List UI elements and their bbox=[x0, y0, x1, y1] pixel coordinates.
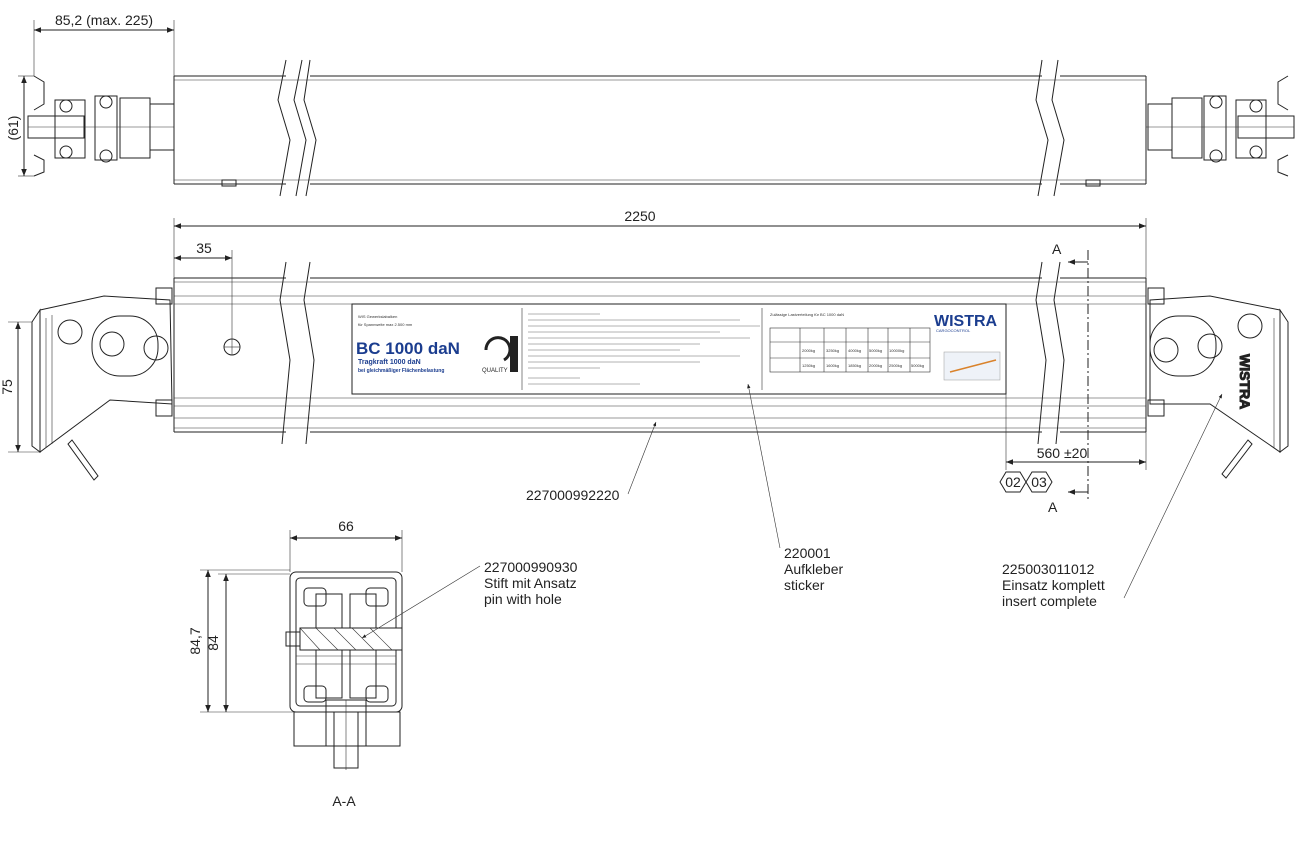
table-r1-c2: 3250kg bbox=[826, 348, 839, 353]
sticker-de: Aufkleber bbox=[784, 561, 843, 577]
section-profile bbox=[289, 571, 403, 770]
beam-callout: 227000992220 bbox=[526, 421, 657, 503]
table-r1-c4: 5000kg bbox=[869, 348, 882, 353]
insert-offset-value: 560 ±20 bbox=[1037, 445, 1088, 461]
edge-offset-dimension: 35 bbox=[174, 240, 233, 339]
top-width-dimension: 85,2 (max. 225) bbox=[33, 12, 175, 76]
section-height-outer-value: 84,7 bbox=[187, 627, 203, 654]
edge-offset-value: 35 bbox=[196, 240, 212, 256]
total-length-dimension: 2250 bbox=[173, 208, 1147, 278]
sticker-middle-text bbox=[528, 313, 760, 385]
sticker-callout: 220001 Aufkleber sticker bbox=[747, 383, 843, 593]
quality-logo: QUALITY bbox=[482, 336, 518, 374]
section-mark-top: A bbox=[1052, 241, 1062, 257]
sticker: WIS Gewerkslabalken für Spannweite max 2… bbox=[351, 303, 1007, 395]
top-height-dimension: (61) bbox=[5, 75, 34, 177]
side-right-end-fitting: WISTRA bbox=[1147, 287, 1289, 479]
balloon-group: 02 03 bbox=[999, 471, 1053, 493]
sticker-product: BC 1000 daN bbox=[356, 339, 460, 358]
top-beam bbox=[173, 59, 1147, 197]
top-left-end-fitting bbox=[27, 75, 175, 177]
table-r2-c6: 5000kg bbox=[911, 363, 924, 368]
section-view-label: A-A bbox=[332, 793, 356, 809]
insert-callout: 225003011012 Einsatz komplett insert com… bbox=[1002, 393, 1223, 609]
table-r1-c5: 10000kg bbox=[889, 348, 904, 353]
table-r2-c4: 2000kg bbox=[869, 363, 882, 368]
table-r2-c3: 1850kg bbox=[848, 363, 861, 368]
table-r1-c1: 2000kg bbox=[802, 348, 815, 353]
fitting-brand-text: WISTRA bbox=[1237, 354, 1253, 409]
side-height-dimension: 75 bbox=[0, 321, 40, 453]
table-r2-c1: 1250kg bbox=[802, 363, 815, 368]
top-right-end-fitting bbox=[1146, 75, 1295, 177]
section-pin bbox=[285, 627, 403, 651]
sticker-header1: WIS Gewerkslabalken bbox=[358, 314, 397, 319]
section-mark-bottom: A bbox=[1048, 499, 1058, 515]
sticker-header2: für Spannweite max 2.500 mm bbox=[358, 322, 413, 327]
balloon-02: 02 bbox=[1005, 474, 1021, 490]
side-view: WIS Gewerkslabalken für Spannweite max 2… bbox=[0, 208, 1289, 609]
sticker-part-no: 220001 bbox=[784, 545, 831, 561]
sticker-truck-image bbox=[943, 351, 1001, 381]
section-height-inner-dimension: 84 bbox=[205, 573, 290, 712]
sticker-load-table: 2000kg 3250kg 4000kg 5000kg 10000kg 1250… bbox=[769, 327, 931, 373]
sticker-en: sticker bbox=[784, 577, 825, 593]
quality-text: QUALITY bbox=[482, 368, 508, 374]
pin-en: pin with hole bbox=[484, 591, 562, 607]
section-height-inner-value: 84 bbox=[205, 635, 221, 651]
sticker-subtitle2: bei gleichmäßiger Flächenbelastung bbox=[358, 368, 444, 374]
sticker-subtitle: Tragkraft 1000 daN bbox=[358, 359, 421, 366]
top-width-value: 85,2 (max. 225) bbox=[55, 12, 153, 28]
side-height-value: 75 bbox=[0, 379, 15, 395]
section-height-outer-dimension: 84,7 bbox=[187, 569, 294, 713]
insert-offset-dimension: 560 ±20 bbox=[1005, 394, 1147, 470]
insert-en: insert complete bbox=[1002, 593, 1097, 609]
insert-de: Einsatz komplett bbox=[1002, 577, 1105, 593]
table-r2-c5: 2500kg bbox=[889, 363, 902, 368]
sticker-brand-sub: CARGOCONTROL bbox=[936, 328, 971, 333]
top-view: 85,2 (max. 225) (61) bbox=[5, 12, 1295, 197]
pin-part-no: 227000990930 bbox=[484, 559, 578, 575]
side-left-end-fitting bbox=[31, 287, 173, 481]
section-line: A A bbox=[1048, 241, 1089, 515]
balloon-03: 03 bbox=[1031, 474, 1047, 490]
section-view: 66 84,7 84 227000990930 Stift mit Ansatz… bbox=[187, 518, 578, 809]
table-r1-c3: 4000kg bbox=[848, 348, 861, 353]
sticker-table-title: Zulässige Lastverteilung für BC 1000 daN bbox=[770, 312, 844, 317]
top-height-value: (61) bbox=[5, 116, 21, 141]
pin-de: Stift mit Ansatz bbox=[484, 575, 577, 591]
section-width-value: 66 bbox=[338, 518, 354, 534]
insert-part-no: 225003011012 bbox=[1002, 561, 1095, 577]
table-r2-c2: 1600kg bbox=[826, 363, 839, 368]
section-width-dimension: 66 bbox=[289, 518, 403, 572]
sticker-brand: WISTRA bbox=[934, 313, 998, 330]
total-length-value: 2250 bbox=[624, 208, 655, 224]
pin-callout: 227000990930 Stift mit Ansatz pin with h… bbox=[361, 559, 578, 639]
beam-part-no: 227000992220 bbox=[526, 487, 620, 503]
